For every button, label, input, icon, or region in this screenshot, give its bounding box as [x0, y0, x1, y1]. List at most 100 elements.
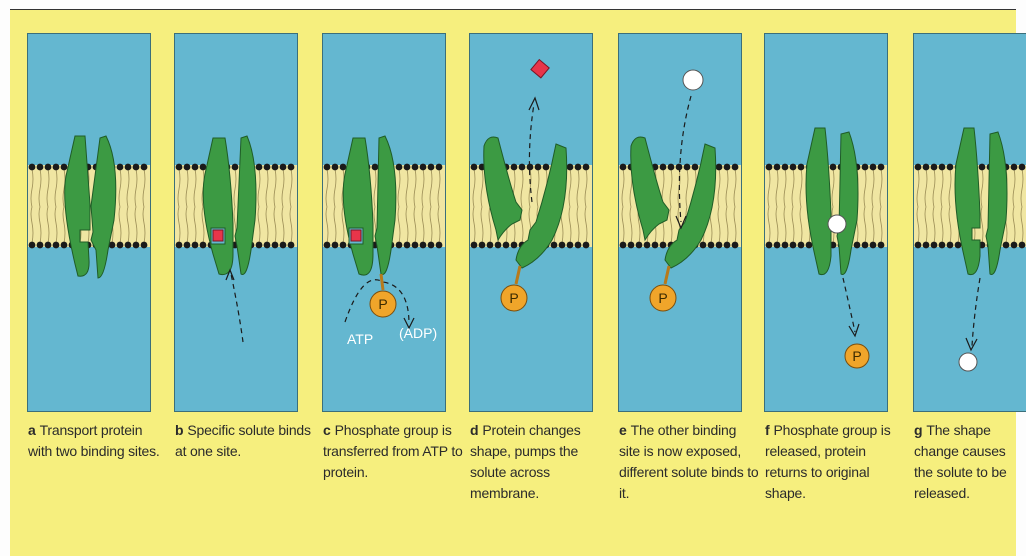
lipid-head — [551, 242, 558, 249]
lipid-head — [436, 242, 443, 249]
lipid-head — [782, 242, 789, 249]
caption-text: Transport protein with two binding sites… — [28, 422, 160, 459]
lipid-head — [37, 242, 44, 249]
solute-circle — [828, 215, 846, 233]
lipid-head — [575, 242, 582, 249]
atp-label: ATP — [347, 331, 373, 347]
panel-a-drawing — [28, 34, 150, 411]
lipid-head — [716, 242, 723, 249]
lipid-head — [979, 164, 986, 171]
lipid-head — [830, 164, 837, 171]
caption-letter: d — [470, 422, 478, 438]
lipid-head — [53, 164, 60, 171]
protein-left-subunit — [955, 128, 980, 275]
lipid-head — [644, 242, 651, 249]
lipid-head — [471, 242, 478, 249]
panel-b-stage — [174, 33, 298, 412]
lipid-head — [332, 164, 339, 171]
lipid-head — [133, 164, 140, 171]
lipid-head — [428, 242, 435, 249]
lipid-head — [436, 164, 443, 171]
lipid-head — [29, 242, 36, 249]
lipid-head — [280, 164, 287, 171]
lipid-head — [420, 242, 427, 249]
lipid-head — [915, 164, 922, 171]
caption-letter: f — [765, 422, 769, 438]
panel-d-stage: P — [469, 33, 593, 412]
lipid-head — [862, 164, 869, 171]
lipid-head — [264, 164, 271, 171]
lipid-head — [774, 164, 781, 171]
lipid-head — [700, 242, 707, 249]
lipid-head — [272, 164, 279, 171]
adp-label: (ADP) — [399, 325, 437, 341]
lipid-head — [567, 242, 574, 249]
panel-b-drawing — [175, 34, 297, 411]
lipid-head — [288, 242, 295, 249]
lipid-head — [280, 242, 287, 249]
lipid-head — [732, 242, 739, 249]
lipid-head — [774, 242, 781, 249]
lipid-head — [288, 164, 295, 171]
lipid-head — [870, 164, 877, 171]
lipid-head — [708, 242, 715, 249]
lipid-head — [692, 164, 699, 171]
lipid-head — [878, 242, 885, 249]
lipid-head — [396, 242, 403, 249]
phosphate-linker — [665, 266, 669, 284]
lipid-head — [567, 164, 574, 171]
lipid-head — [495, 242, 502, 249]
lipid-head — [676, 164, 683, 171]
lipid-head — [1011, 164, 1018, 171]
lipid-head — [660, 164, 667, 171]
lipid-head — [192, 164, 199, 171]
lipid-head — [53, 242, 60, 249]
lipid-head — [420, 164, 427, 171]
caption-d: dProtein changes shape, pumps the solute… — [470, 420, 610, 504]
lipid-head — [583, 164, 590, 171]
lipid-head — [45, 242, 52, 249]
lipid-head — [200, 164, 207, 171]
lipid-head — [256, 164, 263, 171]
lipid-head — [947, 242, 954, 249]
lipid-head — [61, 242, 68, 249]
phosphate-linker — [516, 266, 520, 284]
panel-c-stage: P ATP (ADP) — [322, 33, 446, 412]
protein-right-subunit — [235, 136, 256, 275]
lipid-head — [428, 164, 435, 171]
lipid-head — [29, 164, 36, 171]
lipid-head — [575, 164, 582, 171]
caption-letter: b — [175, 422, 183, 438]
solute-circle — [959, 353, 977, 371]
lipid-head — [716, 164, 723, 171]
lipid-head — [503, 242, 510, 249]
lipid-head — [620, 242, 627, 249]
lipid-head — [931, 242, 938, 249]
lipid-head — [125, 164, 132, 171]
lipid-head — [117, 242, 124, 249]
lipid-head — [511, 242, 518, 249]
lipid-head — [176, 164, 183, 171]
lipid-head — [117, 164, 124, 171]
protein-right-subunit — [837, 132, 858, 275]
caption-text: Phosphate group is transferred from ATP … — [323, 422, 463, 480]
panel-f-drawing: P — [765, 34, 887, 411]
caption-c: cPhosphate group is transferred from ATP… — [323, 420, 463, 483]
protein-left-subunit — [65, 136, 90, 276]
lipid-head — [684, 164, 691, 171]
lipid-head — [184, 164, 191, 171]
lipid-head — [862, 242, 869, 249]
arrow-up — [231, 274, 243, 342]
lipid-head — [878, 164, 885, 171]
lipid-head — [660, 242, 667, 249]
lipid-head — [340, 242, 347, 249]
lipid-head — [404, 164, 411, 171]
solute-square — [213, 230, 223, 241]
lipid-head — [782, 164, 789, 171]
solute-circle — [683, 70, 703, 90]
caption-e: eThe other binding site is now exposed, … — [619, 420, 759, 504]
protein-left-subunit — [343, 138, 373, 275]
lipid-head — [947, 164, 954, 171]
lipid-head — [939, 164, 946, 171]
